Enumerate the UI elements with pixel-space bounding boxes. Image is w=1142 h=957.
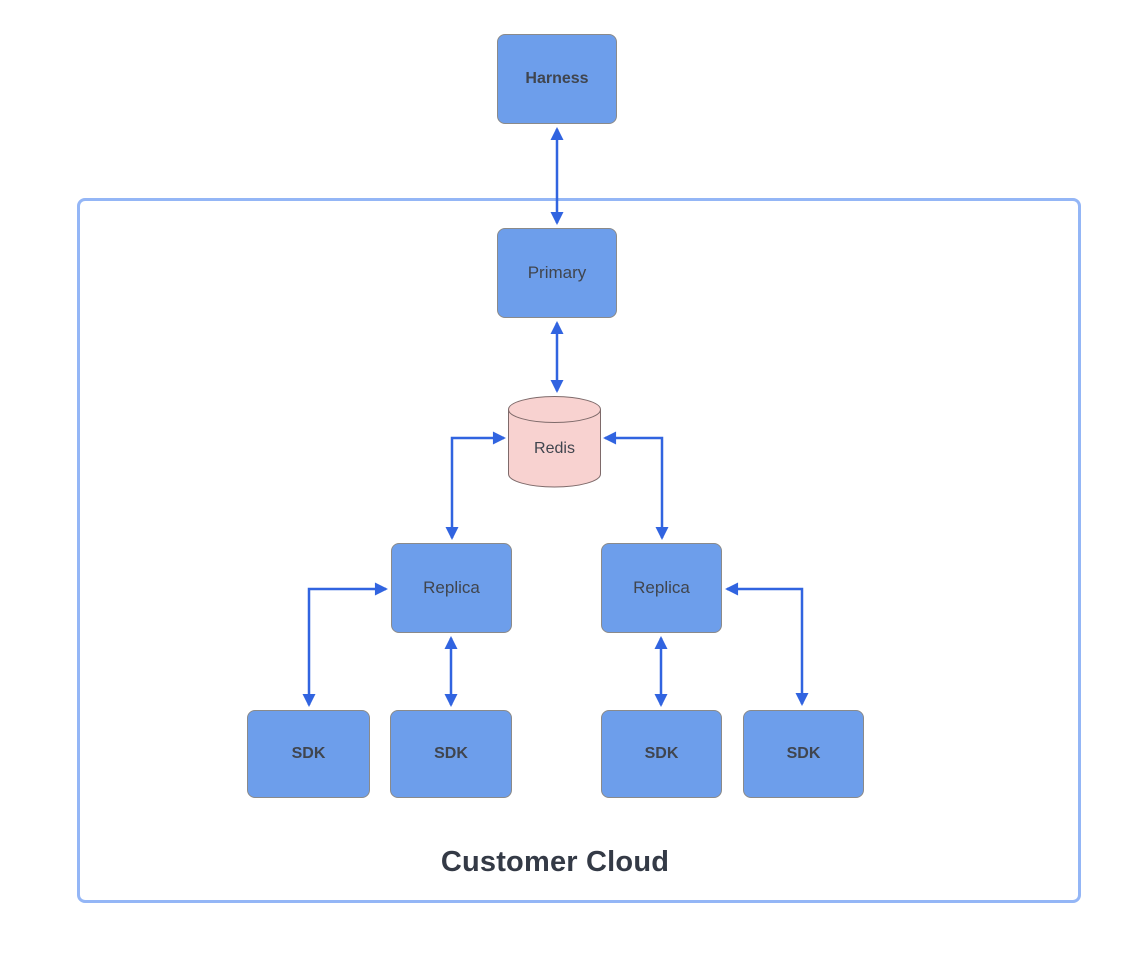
node-harness-label: Harness (525, 70, 589, 87)
node-sdk-1-label: SDK (291, 745, 326, 762)
node-primary-label: Primary (527, 263, 587, 282)
node-redis: Redis (508, 396, 601, 488)
node-sdk-4: SDK (743, 710, 864, 798)
node-redis-label: Redis (534, 440, 575, 457)
node-sdk-3-label: SDK (644, 745, 679, 762)
customer-cloud-title: Customer Cloud (440, 846, 670, 878)
node-sdk-3: SDK (601, 710, 722, 798)
node-primary: Primary (497, 228, 617, 318)
node-replica-right-label: Replica (633, 578, 690, 597)
node-sdk-2: SDK (390, 710, 512, 798)
cylinder-shape-icon (508, 396, 601, 488)
node-sdk-1: SDK (247, 710, 370, 798)
node-harness: Harness (497, 34, 617, 124)
node-sdk-2-label: SDK (434, 745, 468, 762)
node-replica-left-label: Replica (423, 578, 480, 597)
node-sdk-4-label: SDK (786, 745, 821, 762)
node-replica-left: Replica (391, 543, 512, 633)
node-replica-right: Replica (601, 543, 722, 633)
